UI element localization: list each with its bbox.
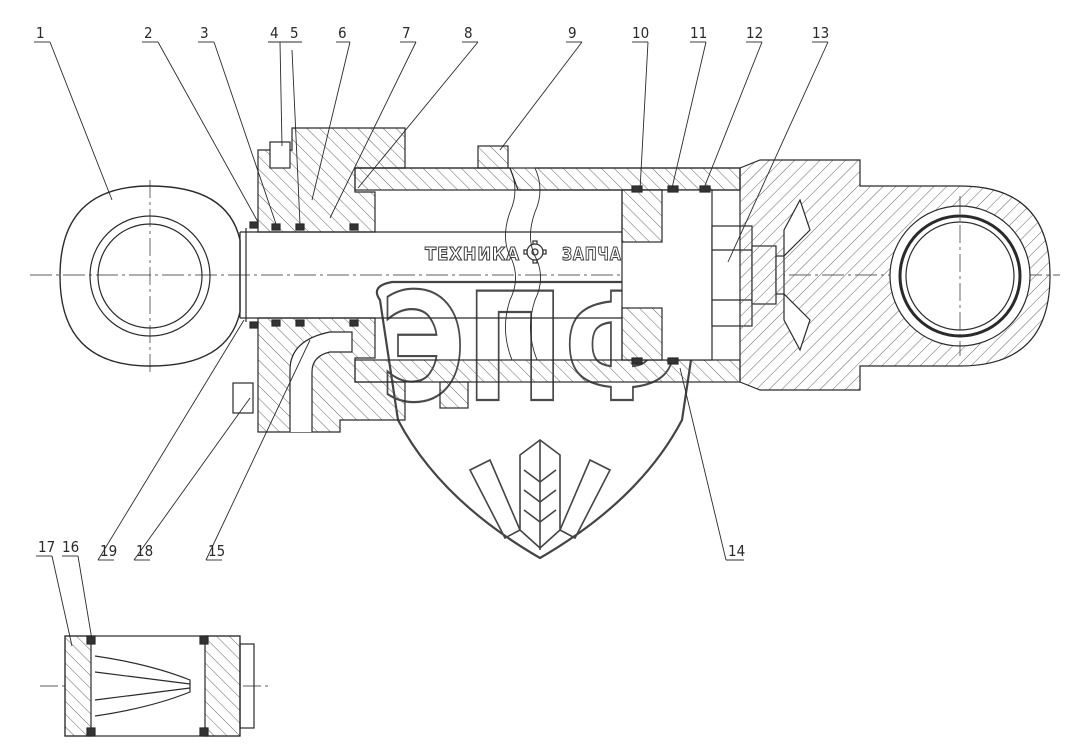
callout-label-6: 6 [338,24,347,42]
detail-view [40,635,270,737]
callout-label-15: 15 [208,542,225,560]
callout-label-8: 8 [464,24,473,42]
rod-eye [59,180,241,372]
watermark-text-left: ТЕХНИКА [425,244,520,265]
piston [621,185,713,365]
callout-label-18: 18 [136,542,153,560]
callouts [34,41,829,647]
callout-label-2: 2 [144,24,153,42]
gear-icon [523,240,547,264]
callout-labels: 1 2 3 4 5 6 7 8 9 10 11 12 13 14 15 16 1… [36,24,829,560]
callout-label-19: 19 [100,542,117,560]
callout-label-7: 7 [402,24,411,42]
callout-label-10: 10 [632,24,649,42]
callout-label-9: 9 [568,24,577,42]
callout-label-11: 11 [690,24,707,42]
cylinder-bottom [739,159,1051,391]
callout-label-3: 3 [200,24,209,42]
callout-label-1: 1 [36,24,45,42]
main-assembly [30,127,1060,433]
callout-label-5: 5 [290,24,299,42]
callout-label-13: 13 [812,24,829,42]
callout-label-16: 16 [62,538,79,556]
watermark-shield [375,280,706,560]
callout-label-12: 12 [746,24,763,42]
callout-label-14: 14 [728,542,745,560]
cylinder-tube [354,145,741,409]
callout-label-4: 4 [270,24,279,42]
wheat-icon [468,439,612,550]
callout-label-17: 17 [38,538,55,556]
